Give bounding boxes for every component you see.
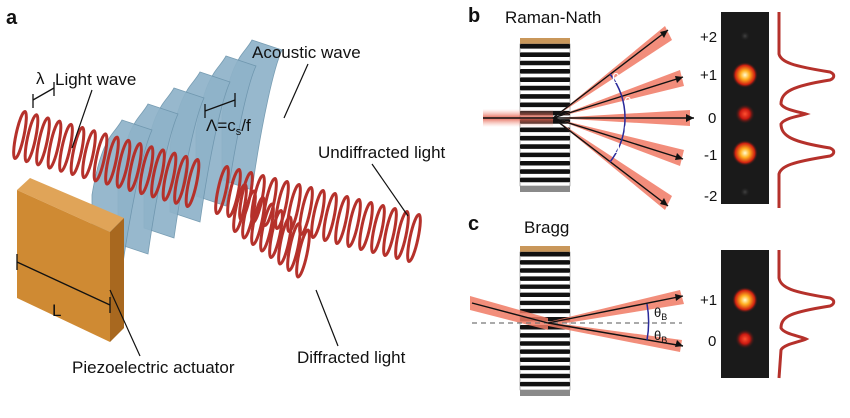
lambda-label: λ [36, 69, 45, 88]
order-labels-b: +2 +1 0 -1 -2 [700, 29, 717, 205]
theta-1-label: θ1 [624, 94, 637, 113]
undiffracted-light-leader [371, 163, 409, 217]
order-label: -1 [704, 147, 717, 164]
order-label: 0 [708, 333, 716, 350]
theta-minus1-label: θ-1 [624, 121, 640, 140]
theta-b-upper-label: θB [654, 305, 667, 322]
order-label: +1 [700, 292, 717, 309]
panel-a-letter: a [6, 7, 18, 29]
intensity-profile-b [777, 12, 836, 208]
order-label: 0 [708, 110, 716, 127]
length-dimension [16, 254, 111, 313]
diffracted-light-label: Diffracted light [297, 348, 406, 367]
panel-b-letter: b [468, 5, 480, 27]
order-labels-c: +1 0 [700, 292, 717, 350]
diffracted-light-leader [315, 289, 339, 347]
lambda-dimension [32, 82, 55, 108]
angle-labels-b: θ2 θ1 θ-1 θ-2 [612, 70, 640, 159]
angle-labels-c: θB θB [654, 305, 667, 345]
panel-c-letter: c [468, 213, 479, 235]
acoustic-wave-label: Acoustic wave [252, 43, 361, 62]
theta-b-lower-label: θB [654, 328, 667, 345]
panel-b: b Raman-Nath [468, 5, 836, 210]
diffraction-spots-image-b [721, 12, 769, 204]
diffraction-beams-b [483, 26, 694, 210]
light-wave-helix [12, 110, 422, 279]
actuator-leader [109, 289, 141, 357]
acoustic-wave-leader [283, 63, 309, 119]
panel-c-title: Bragg [524, 218, 569, 237]
acoustic-wavelength-dimension [204, 93, 236, 118]
order-label: +2 [700, 29, 717, 46]
length-label: L [52, 301, 61, 320]
acoustic-wavelength-equation: Λ=cs/f [206, 116, 251, 138]
undiffracted-light-label: Undiffracted light [318, 143, 446, 162]
light-wave-leader [71, 89, 93, 149]
intensity-profile-c [777, 250, 836, 379]
panel-c: c Bragg θB θB +1 0 [468, 213, 836, 396]
diffraction-beams-c [470, 290, 684, 352]
piezoelectric-actuator-block [17, 178, 124, 342]
order-label: -2 [704, 188, 717, 205]
theta-2-label: θ2 [612, 70, 625, 89]
order-label: +1 [700, 67, 717, 84]
panel-b-title: Raman-Nath [505, 8, 601, 27]
theta-minus2-label: θ-2 [612, 140, 628, 159]
panel-a: a L λ Λ=cs/f [6, 7, 446, 377]
actuator-label: Piezoelectric actuator [72, 358, 235, 377]
light-wave-label: Light wave [55, 70, 136, 89]
diffraction-spots-image-c [721, 250, 769, 378]
